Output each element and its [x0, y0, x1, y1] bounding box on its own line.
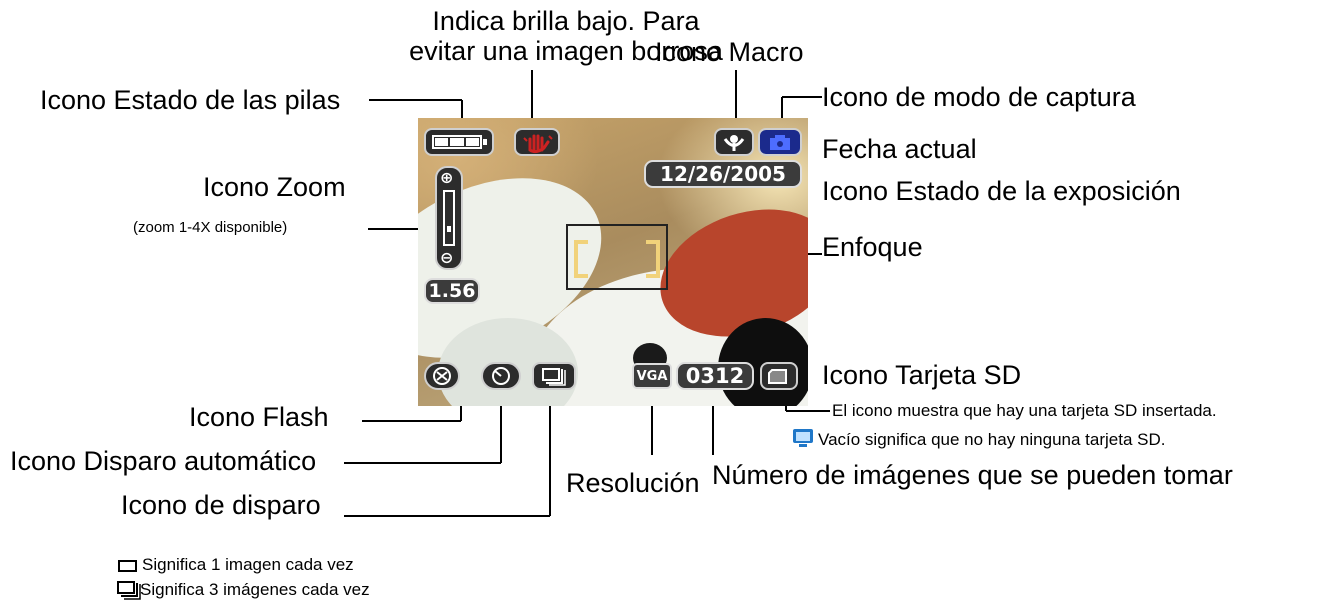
triple-shot-icon [117, 581, 141, 600]
zoom-value: 1.56 [424, 278, 480, 304]
flash-label: Icono Flash [189, 402, 329, 432]
shots-remaining-count: 0312 [676, 362, 754, 390]
self-timer-icon [481, 362, 521, 390]
sd-empty-note: Vacío significa que no hay ninguna tarje… [818, 430, 1166, 449]
zoom-plus-icon: ⊕ [440, 168, 454, 187]
exposure-label: Icono Estado de la exposición [822, 176, 1181, 206]
macro-label: Icono Macro [655, 37, 804, 67]
sd-card-label: Icono Tarjeta SD [822, 360, 1022, 390]
focus-bracket-left [574, 240, 588, 278]
zoom-note: (zoom 1-4X disponible) [133, 219, 288, 236]
flash-icon [424, 362, 460, 390]
low-light-label: Indica brilla bajo. Para evitar una imag… [409, 6, 723, 66]
sd-empty-icon [793, 429, 813, 447]
single-shot-icon [118, 560, 137, 572]
self-timer-label: Icono Disparo automático [10, 446, 317, 476]
macro-icon [714, 128, 754, 156]
legend-triple-label: Significa 3 imágenes cada vez [140, 580, 370, 599]
focus-label: Enfoque [822, 232, 923, 262]
low-light-warning-icon [514, 128, 560, 156]
sd-card-icon [760, 362, 798, 390]
resolution-label: Resolución [566, 468, 700, 498]
shot-mode-burst-icon [532, 362, 576, 390]
capture-mode-icon [758, 128, 802, 156]
legend-single-label: Significa 1 imagen cada vez [142, 555, 354, 574]
zoom-label: Icono Zoom [203, 172, 346, 202]
resolution-indicator: VGA [632, 363, 672, 389]
battery-icon [424, 128, 494, 156]
capture-mode-label: Icono de modo de captura [822, 82, 1136, 112]
current-date-label: Fecha actual [822, 134, 977, 164]
focus-bracket-right [646, 240, 660, 278]
battery-label: Icono Estado de las pilas [40, 85, 341, 115]
zoom-minus-icon: ⊖ [440, 248, 454, 267]
date-display: 12/26/2005 [644, 160, 802, 188]
camera-lcd-screen: 12/26/2005 ⊕ ⊖ 1.56 VGA 0312 [418, 118, 808, 406]
zoom-level-marker [447, 226, 451, 232]
focus-frame [566, 224, 668, 290]
shot-mode-label: Icono de disparo [121, 490, 321, 520]
zoom-bar: ⊕ ⊖ [435, 166, 463, 270]
shots-remaining-label: Número de imágenes que se pueden tomar [712, 460, 1233, 490]
sd-inserted-note: El icono muestra que hay una tarjeta SD … [832, 401, 1217, 420]
